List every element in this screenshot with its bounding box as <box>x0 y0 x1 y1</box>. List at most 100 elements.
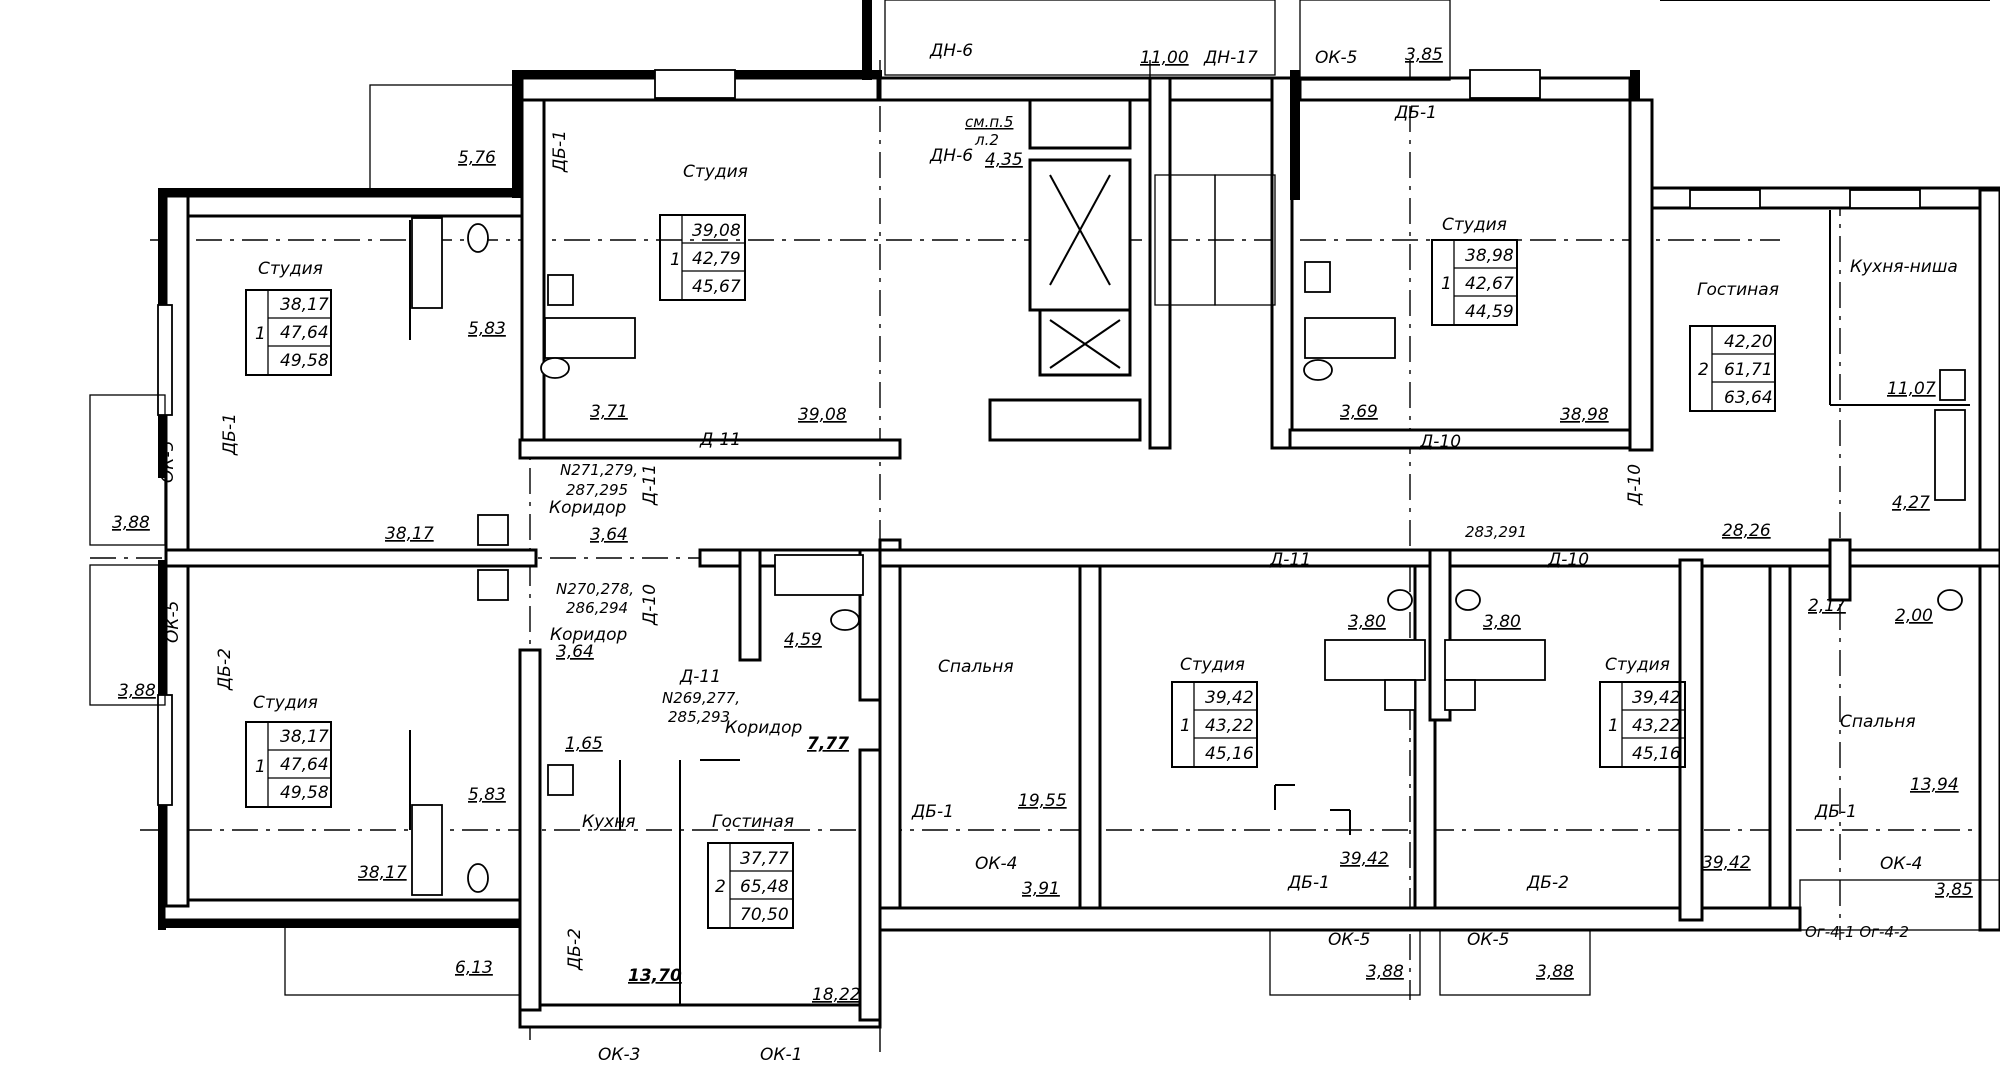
label-d11-b: Д-11 <box>640 464 660 506</box>
flat-rooms-count: 1 <box>670 250 681 270</box>
label-ok5-top: ОК-5 <box>1315 48 1357 68</box>
label-13-70: 13,70 <box>628 966 682 986</box>
flat-rooms-count: 1 <box>255 757 266 777</box>
label-11-00: 11,00 <box>1140 48 1189 68</box>
label-4-27: 4,27 <box>1892 493 1930 513</box>
label-dn6-top: ДН-6 <box>929 41 973 61</box>
label-19-55: 19,55 <box>1018 791 1067 811</box>
label-38-98: 38,98 <box>1560 405 1609 425</box>
label-ok4-b: ОК-4 <box>1880 854 1922 874</box>
area-with-balcony: 44,59 <box>1465 302 1514 322</box>
label-smp5: см.п.5 <box>965 113 1013 131</box>
label-db2-bottom-left: ДБ-2 <box>565 928 585 971</box>
label-13-94: 13,94 <box>1910 775 1959 795</box>
label-ok5-b2: ОК-5 <box>1467 930 1509 950</box>
room-bedroom-centre: Спальня <box>938 657 1014 677</box>
area-with-balcony: 49,58 <box>280 783 329 803</box>
label-3-88-d: 3,88 <box>1536 962 1574 982</box>
area-living: 39,08 <box>692 221 741 241</box>
label-corridor-c: Коридор <box>725 718 802 738</box>
area-with-balcony: 49,58 <box>280 351 329 371</box>
label-3-91: 3,91 <box>1022 879 1060 899</box>
label-11-07: 11,07 <box>1887 379 1936 399</box>
label-3-80-a: 3,80 <box>1348 612 1386 632</box>
label-d10-b: Д-10 <box>1625 464 1645 506</box>
area-with-balcony: 70,50 <box>740 905 789 925</box>
label-d10-d: Д-10 <box>640 584 660 626</box>
area-table-bottom-middle: 2 37,77 65,48 70,50 <box>707 842 794 929</box>
label-ok3: ОК-3 <box>598 1045 640 1065</box>
area-table-top-left: 1 38,17 47,64 49,58 <box>245 289 332 376</box>
label-3-64-b: 3,64 <box>556 642 594 662</box>
label-7-77: 7,77 <box>807 734 849 754</box>
label-3-88-a: 3,88 <box>112 513 150 533</box>
label-3-69: 3,69 <box>1340 402 1378 422</box>
flat-rooms-count: 1 <box>255 324 266 344</box>
sanitary-fixtures <box>411 217 1966 896</box>
label-d11-a: Д-11 <box>699 430 741 450</box>
room-studio-bottom-left: Студия <box>253 693 318 713</box>
label-5-76: 5,76 <box>458 148 496 168</box>
area-total: 65,48 <box>740 877 789 897</box>
area-living: 38,17 <box>280 295 329 315</box>
label-corridor-b: Коридор <box>550 625 627 645</box>
label-n287: 287,295 <box>566 481 628 499</box>
area-table-top-centre: 1 39,08 42,79 45,67 <box>659 214 746 301</box>
room-kitchen: Кухня <box>582 812 636 832</box>
label-d11-d: Д-11 <box>679 667 721 687</box>
label-3-71: 3,71 <box>590 402 628 422</box>
area-total: 47,64 <box>280 755 329 775</box>
area-table-bottom-left: 1 38,17 47,64 49,58 <box>245 721 332 808</box>
room-studio-bottom-right: Студия <box>1605 655 1670 675</box>
room-studio-bottom-centre: Студия <box>1180 655 1245 675</box>
area-living: 38,17 <box>280 727 329 747</box>
area-living: 37,77 <box>740 849 789 869</box>
label-ok5-left-b: ОК-5 <box>163 601 183 643</box>
staircase <box>1154 174 1276 306</box>
area-living: 39,42 <box>1205 688 1254 708</box>
label-3-80-b: 3,80 <box>1483 612 1521 632</box>
label-4-59: 4,59 <box>784 630 822 650</box>
label-l2: л.2 <box>974 131 999 149</box>
area-table-top-right: 1 38,98 42,67 44,59 <box>1431 239 1518 326</box>
label-2-00: 2,00 <box>1895 606 1933 626</box>
label-1-65: 1,65 <box>565 734 603 754</box>
area-total: 61,71 <box>1724 360 1773 380</box>
label-db2-left: ДБ-2 <box>215 648 235 691</box>
area-total: 42,67 <box>1465 274 1514 294</box>
label-dn17: ДН-17 <box>1203 48 1258 68</box>
room-kitchen-niche: Кухня-ниша <box>1850 257 1958 277</box>
label-ok5-left-a: ОК-5 <box>158 441 178 483</box>
area-with-balcony: 45,16 <box>1632 744 1681 764</box>
room-studio-top-centre: Студия <box>683 162 748 182</box>
label-n286: 286,294 <box>566 599 628 617</box>
label-3-64-a: 3,64 <box>590 525 628 545</box>
label-d11-c: Д-11 <box>1269 550 1311 570</box>
label-5-83-b: 5,83 <box>468 785 506 805</box>
flat-rooms-count: 1 <box>1441 274 1452 294</box>
area-living: 38,98 <box>1465 246 1514 266</box>
label-n271: N271,279, <box>560 461 638 479</box>
area-with-balcony: 63,64 <box>1724 388 1773 408</box>
label-db1-left: ДБ-1 <box>220 413 240 456</box>
label-corridor-a: Коридор <box>549 498 626 518</box>
area-with-balcony: 45,16 <box>1205 744 1254 764</box>
label-og: Ог-4-1 Ог-4-2 <box>1805 923 1909 941</box>
label-4-35: 4,35 <box>985 150 1023 170</box>
area-living: 39,42 <box>1632 688 1681 708</box>
label-db1-top-right: ДБ-1 <box>1394 103 1437 123</box>
label-ok5-b1: ОК-5 <box>1328 930 1370 950</box>
label-db2-b: ДБ-2 <box>1526 873 1569 893</box>
room-bedroom-right: Спальня <box>1840 712 1916 732</box>
flat-rooms-count: 2 <box>1698 360 1709 380</box>
label-18-22: 18,22 <box>812 985 861 1005</box>
label-db1-b1: ДБ-1 <box>911 802 954 822</box>
flat-rooms-count: 1 <box>1608 716 1619 736</box>
area-tables: 1 38,17 47,64 49,58 1 39,08 42,79 45,67 … <box>245 214 1776 929</box>
label-39-08: 39,08 <box>798 405 847 425</box>
area-table-bottom-right: 1 39,42 43,22 45,16 <box>1599 681 1686 768</box>
area-living: 42,20 <box>1724 332 1773 352</box>
room-living-bottom: Гостиная <box>712 812 794 832</box>
area-total: 43,22 <box>1632 716 1681 736</box>
